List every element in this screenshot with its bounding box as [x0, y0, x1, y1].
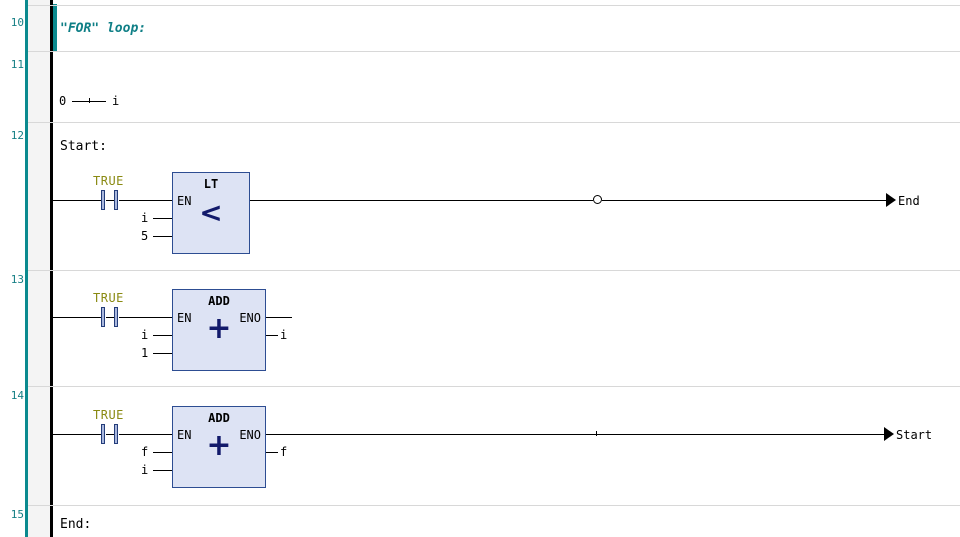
- input-pin-wire-0-add-1: [153, 335, 172, 336]
- function-block-add-2[interactable]: ADD EN ENO +: [172, 406, 266, 488]
- jump-label-start[interactable]: Start: [896, 428, 933, 442]
- rung-wire-out-lt-b: [602, 200, 886, 201]
- input-pin-wire-0-lt: [153, 218, 172, 219]
- contact-label-true-add2: TRUE: [93, 408, 124, 422]
- function-block-input-0-add-1[interactable]: i: [141, 328, 149, 342]
- contact-label-true-add1: TRUE: [93, 291, 124, 305]
- network-label-start: Start:: [60, 139, 107, 154]
- plus-icon: +: [206, 428, 232, 463]
- network-separator: [28, 5, 960, 6]
- rung-wire-between-contacts-add2: [106, 434, 114, 435]
- rung-wire-left-add1: [53, 317, 102, 318]
- negation-bubble-icon[interactable]: [593, 195, 602, 204]
- function-block-title-add-1: ADD: [208, 294, 230, 308]
- editor-accent-bar: [25, 0, 28, 537]
- comment-network-accent-bar: [53, 4, 57, 51]
- input-pin-wire-1-add-2: [153, 470, 172, 471]
- function-block-en-pin-add-2: EN: [177, 428, 192, 442]
- function-block-title-add-2: ADD: [208, 411, 230, 425]
- network-separator: [28, 505, 960, 506]
- jump-arrow-icon-end[interactable]: [886, 193, 896, 207]
- assign-source-value[interactable]: 0: [59, 94, 67, 108]
- output-pin-wire-add-1: [266, 335, 278, 336]
- function-block-input-0-lt[interactable]: i: [141, 211, 149, 225]
- power-rail: [50, 0, 53, 537]
- network-separator: [28, 386, 960, 387]
- contact-bar-right-add2[interactable]: [114, 424, 118, 444]
- network-label-end: End:: [60, 517, 92, 532]
- jump-label-end[interactable]: End: [898, 194, 920, 208]
- input-pin-wire-1-lt: [153, 236, 172, 237]
- function-block-add-1[interactable]: ADD EN ENO +: [172, 289, 266, 371]
- line-number-15: 15: [10, 508, 24, 521]
- rung-wire-between-contacts-lt: [106, 200, 114, 201]
- line-number-13: 13: [10, 273, 24, 286]
- function-block-eno-pin-add-1: ENO: [239, 311, 261, 325]
- line-number-gutter: [28, 0, 53, 537]
- input-pin-wire-1-add-1: [153, 353, 172, 354]
- assign-midpoint-tick: [89, 98, 90, 103]
- jump-arrow-icon-start[interactable]: [884, 427, 894, 441]
- function-block-output-0-add-1[interactable]: i: [280, 328, 288, 342]
- function-block-input-1-add-2[interactable]: i: [141, 463, 149, 477]
- function-block-eno-pin-add-2: ENO: [239, 428, 261, 442]
- network-separator: [28, 270, 960, 271]
- line-number-12: 12: [10, 129, 24, 142]
- contact-bar-right-add1[interactable]: [114, 307, 118, 327]
- function-block-input-0-add-2[interactable]: f: [141, 445, 149, 459]
- contact-bar-left-add2[interactable]: [101, 424, 105, 444]
- line-number-14: 14: [10, 389, 24, 402]
- rung-wire-out-lt-a: [250, 200, 593, 201]
- line-number-11: 11: [10, 58, 24, 71]
- plus-icon: +: [206, 311, 232, 346]
- line-number-10: 10: [10, 16, 24, 29]
- less-than-icon: <: [199, 196, 223, 229]
- rung-wire-between-contacts-add1: [106, 317, 114, 318]
- network-separator: [28, 51, 960, 52]
- rung-midpoint-tick: [596, 431, 597, 436]
- output-pin-wire-add-2: [266, 452, 278, 453]
- function-block-en-pin-add-1: EN: [177, 311, 192, 325]
- network-comment-for-loop: "FOR" loop:: [60, 21, 147, 36]
- network-separator: [28, 122, 960, 123]
- rung-wire-out-add-1: [266, 317, 292, 318]
- rung-wire-to-block-add1: [119, 317, 173, 318]
- function-block-input-1-lt[interactable]: 5: [141, 229, 149, 243]
- contact-bar-left-add1[interactable]: [101, 307, 105, 327]
- rung-wire-out-add-2-to-jump: [266, 434, 884, 435]
- function-block-en-pin-lt: EN: [177, 194, 192, 208]
- function-block-title-lt: LT: [203, 177, 219, 191]
- function-block-output-0-add-2[interactable]: f: [280, 445, 288, 459]
- rung-wire-to-block-lt: [119, 200, 173, 201]
- function-block-input-1-add-1[interactable]: 1: [141, 346, 149, 360]
- function-block-lt[interactable]: LT EN <: [172, 172, 250, 254]
- assign-target-variable[interactable]: i: [112, 94, 120, 108]
- contact-label-true-lt: TRUE: [93, 174, 124, 188]
- contact-bar-right-lt[interactable]: [114, 190, 118, 210]
- input-pin-wire-0-add-2: [153, 452, 172, 453]
- rung-wire-to-block-add2: [119, 434, 173, 435]
- contact-bar-left-lt[interactable]: [101, 190, 105, 210]
- rung-wire-left-add2: [53, 434, 102, 435]
- rung-wire-left-lt: [53, 200, 102, 201]
